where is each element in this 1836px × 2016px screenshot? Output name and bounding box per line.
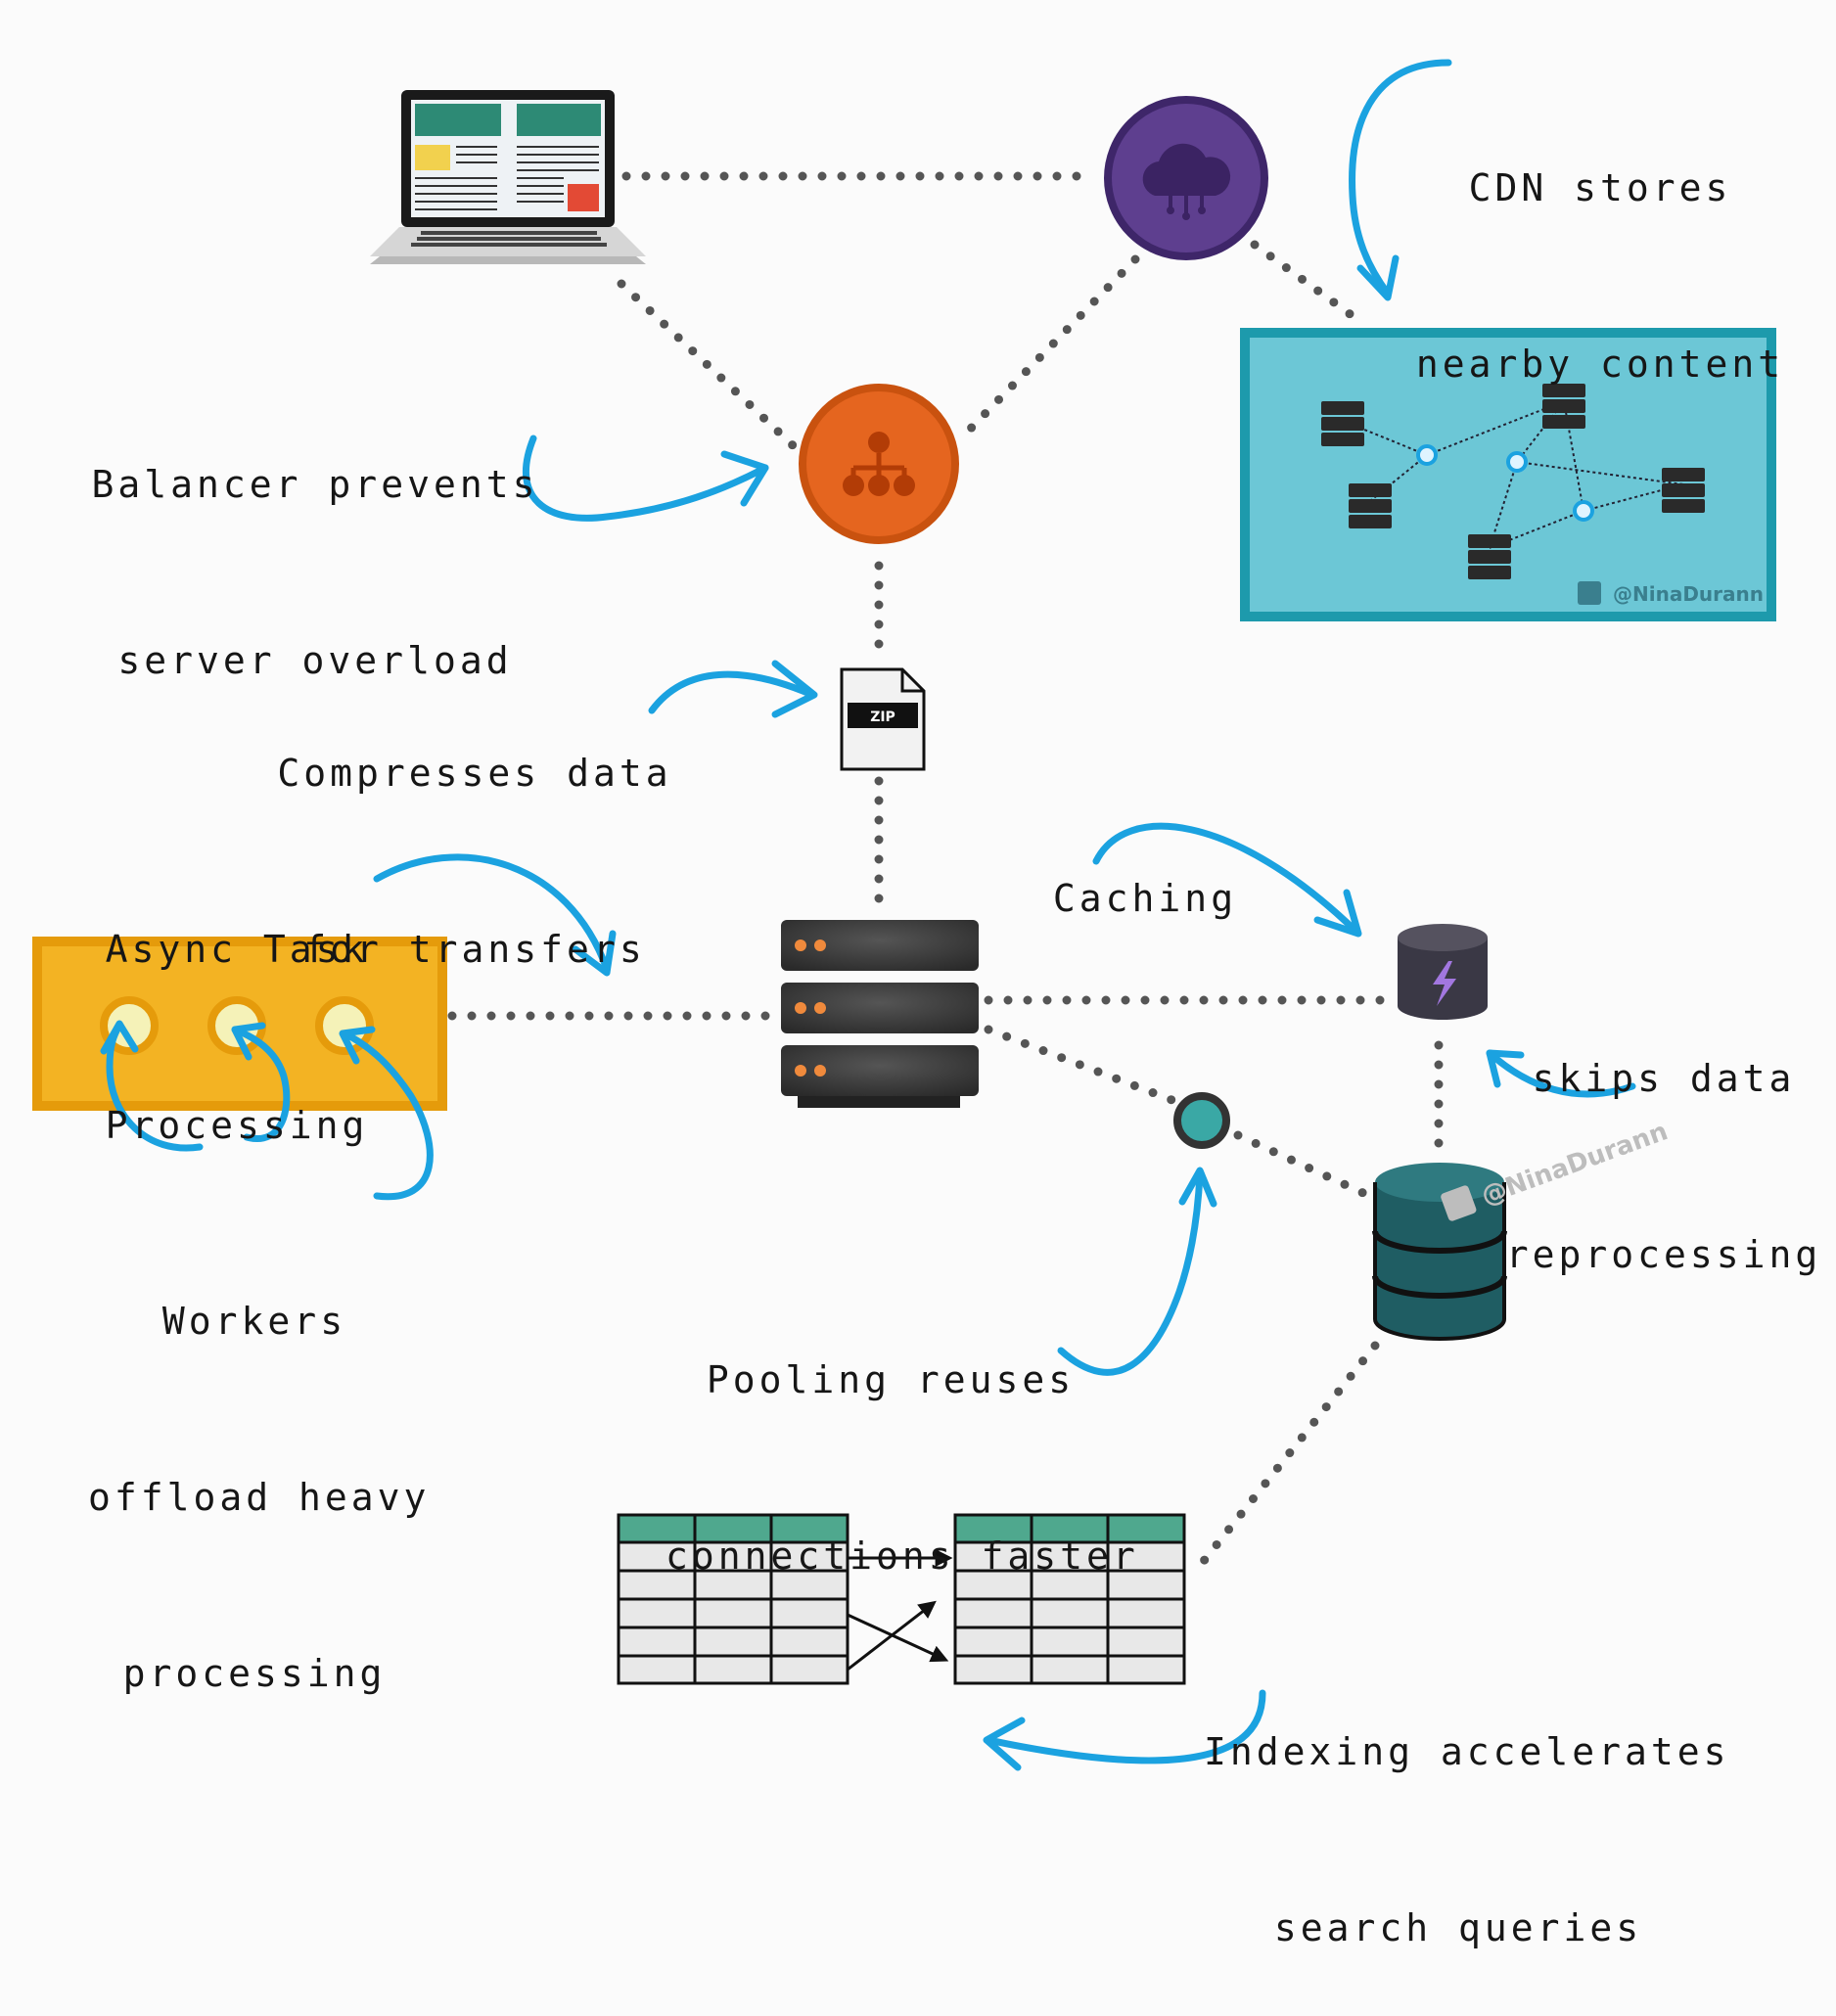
connector-cdn-edge bbox=[1250, 240, 1360, 323]
curved-arrow-icon bbox=[522, 435, 769, 522]
curved-arrow-icon bbox=[373, 853, 617, 977]
watermark-panel: @NinaDurann bbox=[1613, 582, 1764, 606]
connector-server-pool bbox=[984, 1025, 1179, 1106]
curved-arrow-icon bbox=[983, 1689, 1266, 1771]
server-rack-icon bbox=[781, 920, 979, 1108]
compress-label: Compresses data for transfers bbox=[277, 752, 672, 971]
worker-queue-icon bbox=[32, 937, 447, 1111]
curved-arrow-icon bbox=[1092, 822, 1362, 938]
curved-arrow-icon bbox=[231, 1022, 291, 1142]
database-icon bbox=[1372, 1163, 1507, 1341]
laptop-icon bbox=[370, 90, 646, 264]
table-icon bbox=[617, 1513, 849, 1685]
connector-cdn-balancer bbox=[954, 254, 1140, 445]
system-design-diagram: @NinaDurann ZIP bbox=[32, 59, 1822, 1949]
indexing-label: Indexing accelerates search queries bbox=[1204, 1730, 1730, 1949]
curved-arrow-icon bbox=[648, 660, 818, 718]
curved-arrow-icon bbox=[339, 1026, 434, 1201]
connectors bbox=[447, 171, 1444, 1576]
connector-client-balancer bbox=[617, 279, 798, 450]
pooling-label: Pooling reuses connections faster bbox=[666, 1358, 1139, 1578]
lightning-cylinder-icon bbox=[1398, 924, 1488, 1020]
curved-arrow-icon bbox=[1057, 1167, 1217, 1376]
connector-database-index bbox=[1191, 1341, 1380, 1576]
hierarchy-icon bbox=[799, 384, 959, 544]
cdn-edge-panel: @NinaDurann bbox=[1240, 328, 1776, 621]
curved-arrow-icon bbox=[1349, 59, 1452, 301]
index-mapping-arrows bbox=[847, 1549, 953, 1672]
cdn-label: CDN stores nearby content bbox=[1415, 166, 1785, 386]
async-label: Async Task Processing bbox=[105, 928, 369, 1147]
connector-pool-database bbox=[1233, 1130, 1370, 1199]
cloud-network-icon bbox=[1104, 96, 1268, 260]
linkedin-icon bbox=[1578, 581, 1601, 605]
server-rack-icon bbox=[1321, 384, 1705, 579]
connection-dot-icon bbox=[1173, 1092, 1230, 1149]
curved-arrow-icon bbox=[1486, 1049, 1636, 1098]
zip-label: ZIP bbox=[870, 710, 895, 725]
workers-label: Workers offload heavy processing bbox=[88, 1300, 431, 1695]
balancer-label: Balancer prevents server overload bbox=[91, 463, 539, 682]
curved-arrow-icon bbox=[100, 1020, 204, 1152]
annotation-arrows bbox=[100, 59, 1636, 1771]
zip-file-icon: ZIP bbox=[840, 667, 926, 771]
caching-label: Caching bbox=[1052, 877, 1238, 920]
table-icon bbox=[953, 1513, 1186, 1685]
diagram-canvas: @NinaDurann ZIP bbox=[32, 59, 1776, 1771]
skips-label: skips data reprocessing bbox=[1505, 1057, 1822, 1276]
